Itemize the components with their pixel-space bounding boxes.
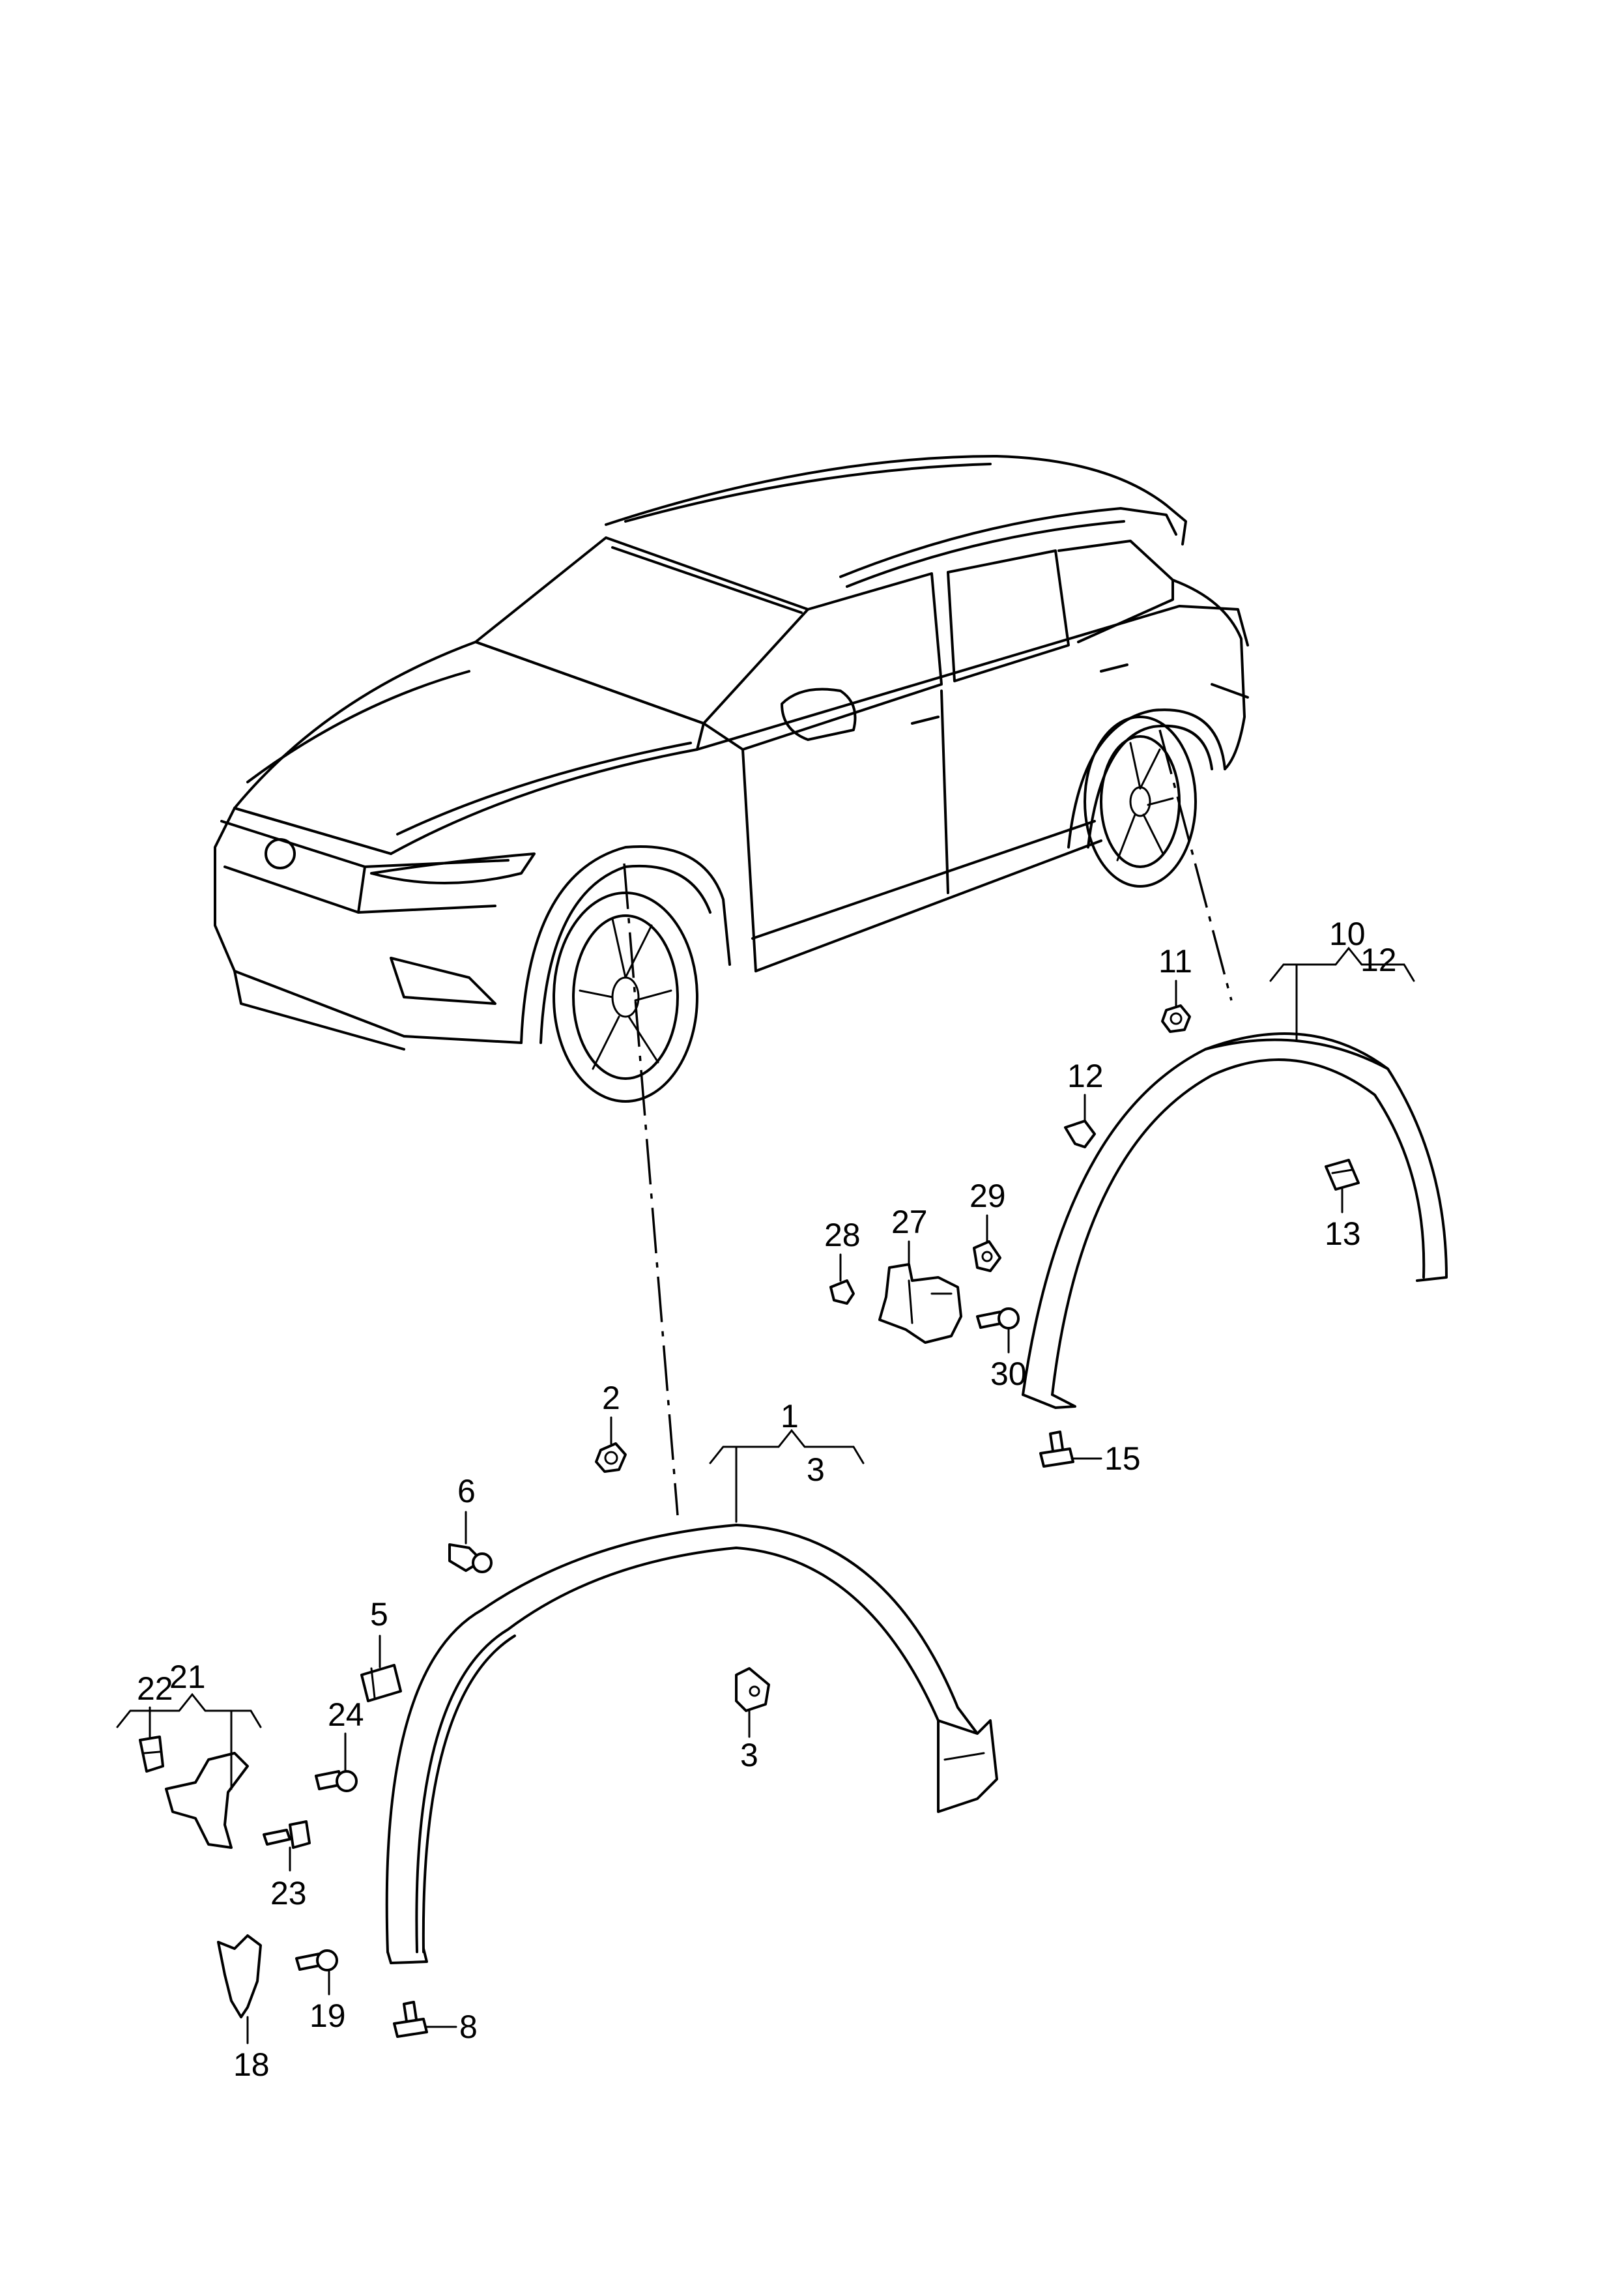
callout-2: 2 [602,1380,620,1416]
callout-11: 11 [1158,943,1192,980]
callout-19: 19 [309,1998,346,2034]
bolt-part-19 [295,1949,338,1971]
rear-wheel-arch-trim [1022,1032,1448,1409]
clip-part-13 [1325,1159,1360,1191]
rivet-part-6 [448,1543,493,1573]
bracket-part-3 [735,1667,770,1712]
front-arch-leader-line [623,863,679,1516]
callout-21: 21 [169,1659,206,1695]
bracket-part-27 [878,1263,962,1344]
front-wheel-arch-trim [385,1524,998,1964]
callout-3: 3 [740,1737,758,1773]
vehicle-illustration [214,455,1249,1103]
callout-22: 22 [137,1670,173,1707]
clip-nut-part-22 [139,1736,164,1773]
rivet-part-23 [263,1820,311,1849]
rear-arch-leader-line [1158,729,1233,1001]
bolt-part-24 [315,1770,358,1792]
bracket-part-18 [217,1934,262,2018]
clip-part-12 [1064,1120,1096,1148]
bolt-part-15 [1039,1431,1074,1468]
clip-part-5 [360,1664,402,1702]
callout-12: 12 [1067,1058,1104,1094]
callout-30: 30 [990,1356,1027,1392]
bolt-part-8 [393,2001,428,2038]
callout-3: 3 [807,1451,825,1488]
callout-18: 18 [233,2046,270,2083]
callout-15: 15 [1104,1440,1141,1477]
callout-13: 13 [1325,1215,1361,1252]
callout-23: 23 [270,1875,307,1911]
callout-5: 5 [370,1596,388,1633]
callout-10: 10 [1329,916,1366,952]
callout-8: 8 [459,2009,478,2045]
callout-24: 24 [328,1696,364,1733]
callout-6: 6 [457,1473,476,1509]
callout-29: 29 [969,1178,1006,1214]
callout-1: 1 [781,1398,799,1434]
callout-27: 27 [891,1204,928,1240]
bolt-part-30 [976,1307,1020,1330]
nut-part-11 [1161,1004,1191,1033]
bracket-part-21 [165,1752,249,1849]
callout-leaders [116,946,1415,2044]
clip-part-28 [829,1279,855,1305]
callout-28: 28 [824,1217,861,1253]
clip-part-29 [973,1240,1001,1272]
callout-12: 12 [1360,942,1397,978]
nut-part-2 [595,1442,627,1473]
